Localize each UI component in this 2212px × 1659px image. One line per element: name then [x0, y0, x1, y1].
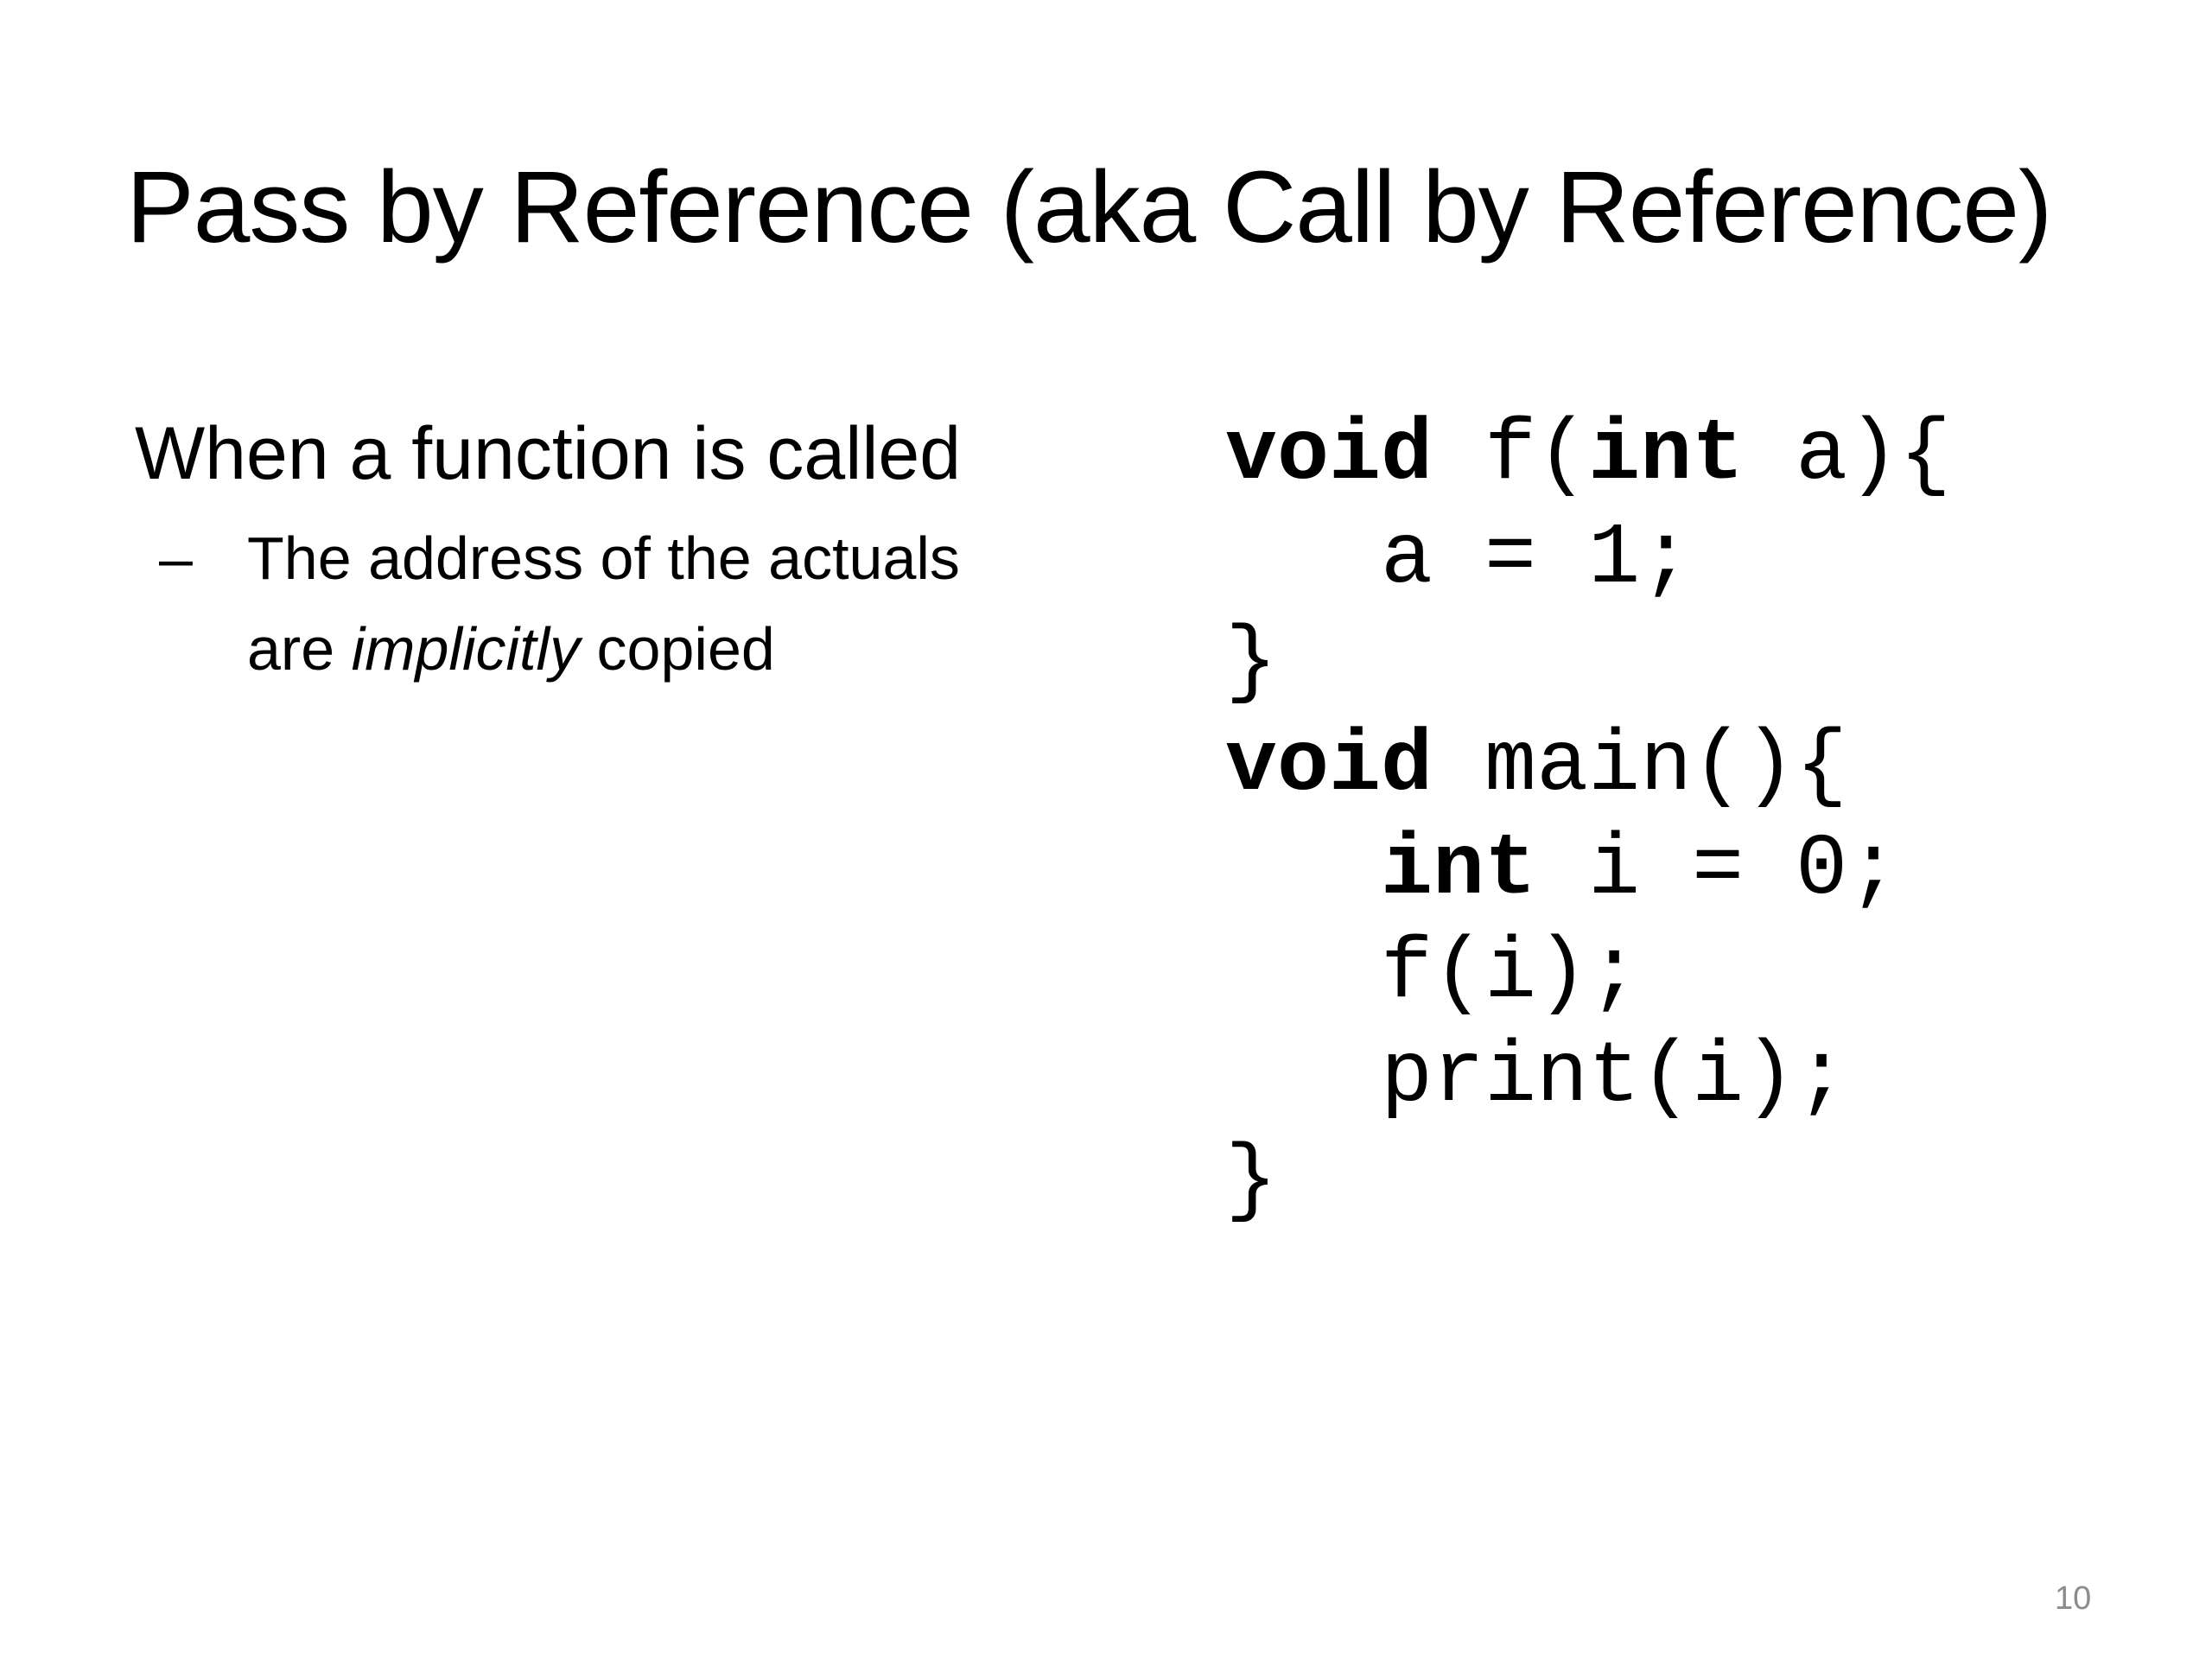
code-text: a = 1;: [1225, 511, 1693, 608]
code-text: main(){: [1433, 718, 1848, 816]
code-line: int i = 0;: [1225, 819, 1951, 923]
code-text: f(i);: [1225, 925, 1641, 1023]
sub-bullet-text: are: [247, 615, 352, 683]
code-keyword: int: [1588, 407, 1745, 505]
code-line: void main(){: [1225, 715, 1951, 819]
code-line: a = 1;: [1225, 508, 1951, 612]
code-line: f(i);: [1225, 923, 1951, 1027]
code-block: void f(int a){ a = 1;}void main(){ int i…: [1225, 404, 1951, 1234]
page-number: 10: [2055, 1580, 2092, 1617]
code-text: f(: [1433, 407, 1589, 505]
sub-bullet-line-2: are implicitly copied: [247, 604, 1198, 695]
code-keyword: void: [1225, 407, 1433, 505]
code-text: a){: [1744, 407, 1952, 505]
dash-bullet-icon: –: [159, 524, 193, 592]
code-line: }: [1225, 1130, 1951, 1234]
code-line: }: [1225, 612, 1951, 715]
bullet-list: When a function is called – The address …: [135, 406, 1172, 695]
code-keyword: void: [1225, 718, 1433, 816]
code-text: print(i);: [1225, 1029, 1848, 1127]
sub-bullet-line-1: The address of the actuals: [247, 524, 960, 592]
bullet-item: When a function is called: [135, 412, 962, 495]
sub-bullet-item: – The address of the actuals are implici…: [135, 513, 1198, 695]
code-text: i = 0;: [1536, 822, 1900, 919]
code-line: void f(int a){: [1225, 404, 1951, 508]
code-text: }: [1225, 1133, 1278, 1230]
code-text: }: [1225, 614, 1278, 712]
code-text: [1225, 822, 1381, 919]
code-line: print(i);: [1225, 1027, 1951, 1130]
code-keyword: int: [1381, 822, 1537, 919]
emphasis-text: implicitly: [351, 615, 581, 683]
slide-title: Pass by Reference (aka Call by Reference…: [126, 150, 2052, 264]
sub-bullet-text: copied: [580, 615, 775, 683]
